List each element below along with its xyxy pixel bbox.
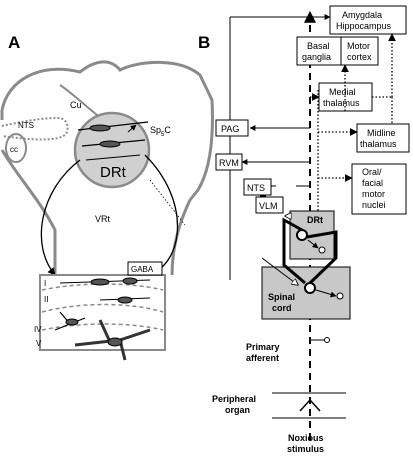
drt-small-arrow [307, 239, 319, 249]
label-hippocampus: Hippocampus [336, 21, 392, 31]
dorsal-horn-neurons [54, 277, 151, 361]
panel-a: A Cu NTS cc DRt Sp5C VRt [0, 33, 214, 361]
label-basal: Basal [307, 41, 330, 51]
dotted-connections [310, 33, 396, 260]
spinal-small-arrow [315, 289, 337, 298]
box-midline-thalamus [356, 123, 410, 153]
label-gaba: GABA [131, 265, 154, 274]
label-drt-b: DRt [307, 215, 323, 225]
label-lamina-i: I [44, 279, 46, 288]
label-vrt: VRt [95, 214, 111, 224]
central-canal [5, 133, 27, 163]
label-cc: cc [10, 145, 18, 154]
medulla-outline [0, 60, 214, 201]
label-lamina-ii: II [44, 295, 48, 304]
box-vlm [255, 196, 284, 214]
dorsal-horn-outline [39, 274, 166, 351]
panel-b: B Amygdala Hippocampus Basal ganglia Mot… [198, 5, 410, 454]
panel-b-letter: B [198, 33, 210, 52]
box-pag [215, 119, 249, 137]
drt-spinal-loop [282, 217, 338, 285]
panel-a-letter: A [8, 33, 20, 52]
nociceptor-ending [299, 398, 321, 412]
label-primary: Primary [246, 342, 280, 352]
label-spinal: Spinal [268, 292, 295, 302]
ascending-loop-left [40, 159, 81, 276]
label-nts-b: NTS [247, 183, 265, 193]
label-pag: PAG [221, 124, 239, 134]
medulla-outline-left [0, 149, 57, 275]
box-amygdala [329, 5, 407, 35]
label-vlm: VLM [259, 201, 278, 211]
label-lamina-v: V [36, 339, 42, 348]
label-motor: Motor [347, 41, 370, 51]
drt-neuron-b-small [318, 246, 326, 254]
label-drt-a: DRt [100, 164, 127, 181]
box-rvm [215, 153, 243, 171]
label-nuclei: nuclei [362, 200, 386, 210]
drt-neuron-b [296, 229, 308, 241]
box-nts [243, 178, 272, 196]
label-medial-thalamus: thalamus [323, 98, 360, 108]
label-rvm: RVM [219, 158, 239, 168]
label-organ: organ [225, 405, 250, 415]
box-basal-ganglia [296, 36, 342, 66]
gaba-label-box [127, 261, 163, 276]
solid-projections [229, 14, 331, 280]
drt-region [73, 111, 151, 189]
spinal-neuron-small [336, 292, 344, 300]
label-sp5c: Sp5C [150, 125, 171, 138]
label-afferent: afferent [246, 353, 279, 363]
label-ganglia: ganglia [302, 52, 331, 62]
label-motor-nuc: motor [362, 189, 385, 199]
label-noxious: Noxious [288, 433, 324, 443]
label-amygdala: Amygdala [342, 10, 382, 20]
drt-neurons [77, 121, 149, 161]
label-medial: Medial [329, 87, 356, 97]
label-midline: Midline [367, 128, 396, 138]
label-stimulus: stimulus [287, 444, 324, 454]
label-nts-a: NTS [18, 121, 34, 130]
box-oral-facial [351, 163, 407, 215]
sp5c-dotted-line [149, 179, 186, 226]
spinal-white-arrow [261, 257, 298, 285]
lamina-boundary-2 [41, 303, 164, 313]
label-cord: cord [272, 303, 292, 313]
label-peripheral: Peripheral [212, 394, 256, 404]
label-oral: Oral/ [362, 167, 382, 177]
spinal-neuron [304, 282, 316, 294]
nts-outline [1, 116, 69, 141]
drt-arrow [127, 124, 137, 133]
label-midline-thalamus: thalamus [360, 139, 397, 149]
label-cortex: cortex [347, 52, 372, 62]
primary-afferent-terminal [324, 337, 330, 343]
box-motor-cortex [340, 36, 379, 66]
label-lamina-iv: IV [34, 325, 42, 334]
label-facial: facial [362, 178, 383, 188]
label-cu: Cu [70, 100, 82, 110]
